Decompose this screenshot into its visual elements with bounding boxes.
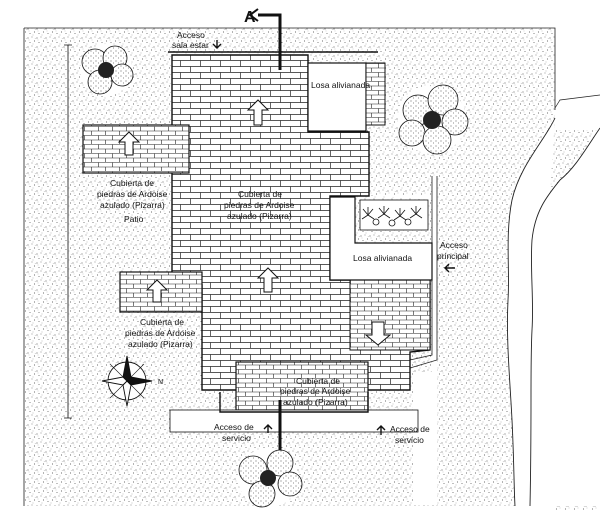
roof-left-bottom-label-2: piedras de Ardoise [125,328,196,338]
access-arrow-service-left [263,424,273,433]
dimension-line [64,44,72,419]
acceso-servicio-right-label-1: Acceso de [390,424,430,434]
roof-left-top-label-2: piedras de Ardoise [97,189,168,199]
service-walk [169,409,419,433]
section-marker-top: A [244,9,256,26]
section-arrow-top [248,8,259,22]
slab-top [307,62,367,132]
driveway-edge-2 [409,176,438,369]
site-boundary [23,27,556,506]
slab-mid [329,196,433,281]
roof-center-label-3: azulado (Pizarra) [227,211,292,221]
driveway-edge [409,176,433,361]
roof-center-label-1: Cubierta de [238,189,282,199]
slope-arrow-1 [246,99,270,126]
access-arrow-principal [444,263,455,273]
tree-top-left [80,44,134,96]
roof-wing-left-top [82,124,190,174]
slab-top-steps [365,62,386,126]
roof-bottom-label-1: Cubierta de [296,376,340,386]
access-arrow-sala [212,40,222,49]
roof-left-top-label-3: azulado (Pizarra) [100,200,165,210]
stream-bank-left [507,117,556,507]
acceso-sala-label-1: Acceso [177,30,205,40]
acceso-sala-label-2: sala estar [172,40,209,50]
roof-center-label-2: piedras de Ardoise [224,200,295,210]
slope-arrow-2 [256,267,280,293]
roof-left-top-label-1: Cubierta de [110,178,154,188]
acceso-principal-label-1: Acceso [440,240,468,250]
acceso-servicio-left-label-1: Acceso de [214,422,254,432]
service-walk-inner [219,392,369,413]
slope-arrow-5 [364,321,392,346]
garden-plants [361,206,423,227]
acceso-servicio-left-label-2: servicio [222,433,251,443]
north-compass [101,355,153,407]
section-line-top [258,13,282,70]
slope-arrow-3 [117,131,141,156]
stream-edge [554,94,600,109]
acceso-servicio-right-label-2: servicio [395,435,424,445]
tree-bottom [238,448,303,508]
roof-wing-left-bottom [119,271,203,313]
roof-right-lower [349,279,431,351]
patio-label: Patio [124,214,144,224]
acceso-principal-label-2: principal [437,251,469,261]
roof-bottom-label-3: azulado (Pizarra) [283,397,348,407]
losa-top-label: Losa alivianada [311,80,370,90]
slope-arrow-4 [145,279,169,303]
losa-mid-label: Losa alivianada [353,253,412,263]
driveway [368,176,437,505]
access-arrow-service-right [376,425,386,435]
stream-bank-right [529,127,600,507]
north-label: N [158,379,163,386]
roof-bottom-label-2: piedras de Ardoise [280,386,351,396]
roof-left-bottom-label-3: azulado (Pizarra) [128,339,193,349]
tree-right [398,84,469,155]
roof-left-bottom-label-1: Cubierta de [140,317,184,327]
